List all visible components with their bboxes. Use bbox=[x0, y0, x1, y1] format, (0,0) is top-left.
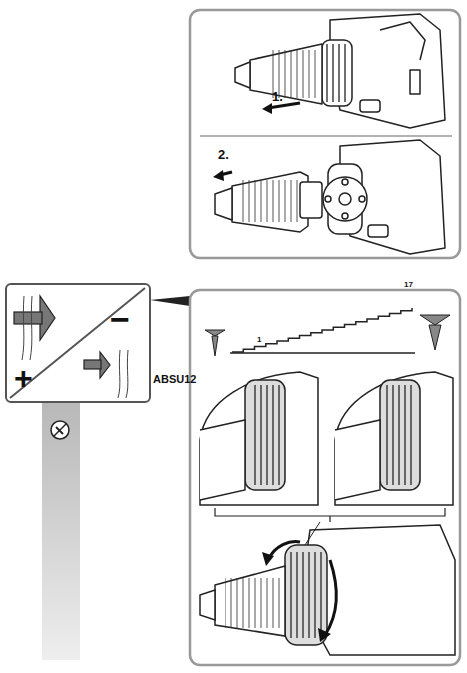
icon-box: +− bbox=[5, 283, 151, 403]
torque-bar bbox=[42, 403, 80, 660]
drill-with-chuck bbox=[235, 14, 445, 128]
drill-without-chuck bbox=[215, 140, 445, 254]
torque-collar-closeups bbox=[200, 372, 453, 505]
screw-icons bbox=[205, 315, 450, 356]
callout-number: 2. bbox=[218, 148, 229, 161]
scale-number: 1 bbox=[257, 336, 261, 344]
drill-closeup bbox=[200, 525, 455, 655]
panel bbox=[190, 10, 460, 258]
sign-label: − bbox=[110, 302, 130, 336]
scale-number: 17 bbox=[404, 281, 413, 289]
callout-number: 1. bbox=[272, 90, 283, 103]
panel bbox=[190, 290, 460, 665]
model-label: ABSU12 bbox=[153, 374, 196, 385]
sign-label: + bbox=[14, 362, 33, 394]
